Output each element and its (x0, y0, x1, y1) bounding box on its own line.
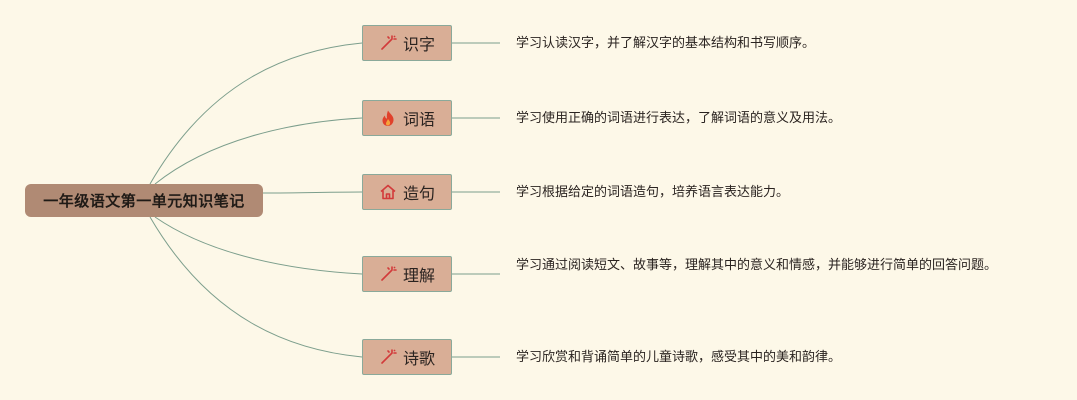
connector-zaoju (262, 191, 363, 194)
root-node[interactable]: 一年级语文第一单元知识笔记 (25, 184, 263, 217)
branch-label-shige: 诗歌 (402, 349, 435, 368)
root-label: 一年级语文第一单元知识笔记 (43, 192, 245, 210)
magic-wand-icon (379, 348, 397, 366)
branch-node-zaoju[interactable]: 造句 (362, 174, 452, 210)
connector-ciyu (154, 117, 363, 185)
leaf-text-lijie: 学习通过阅读短文、故事等，理解其中的意义和情感，并能够进行简单的回答问题。 (516, 258, 998, 273)
branch-node-shige[interactable]: 诗歌 (362, 339, 452, 375)
connector-lijie (154, 216, 363, 275)
leaf-text-ciyu: 学习使用正确的词语进行表达，了解词语的意义及用法。 (516, 111, 842, 126)
branch-node-shizi[interactable]: 识字 (362, 25, 452, 61)
leaf-text-shizi: 学习认读汉字，并了解汉字的基本结构和书写顺序。 (516, 36, 816, 51)
magic-wand-icon (379, 265, 397, 283)
fire-icon (379, 109, 397, 127)
branch-label-lijie: 理解 (402, 266, 435, 285)
connector-shizi (149, 42, 363, 185)
branch-node-ciyu[interactable]: 词语 (362, 100, 452, 136)
branch-label-shizi: 识字 (402, 35, 435, 54)
leaf-text-zaoju: 学习根据给定的词语造句，培养语言表达能力。 (516, 185, 790, 200)
branch-label-ciyu: 词语 (402, 110, 435, 129)
leaf-text-shige: 学习欣赏和背诵简单的儿童诗歌，感受其中的美和韵律。 (516, 350, 842, 365)
magic-wand-icon (379, 34, 397, 52)
home-icon (379, 183, 397, 201)
branch-node-lijie[interactable]: 理解 (362, 256, 452, 292)
connector-shige (149, 216, 363, 358)
branch-label-zaoju: 造句 (402, 184, 435, 203)
